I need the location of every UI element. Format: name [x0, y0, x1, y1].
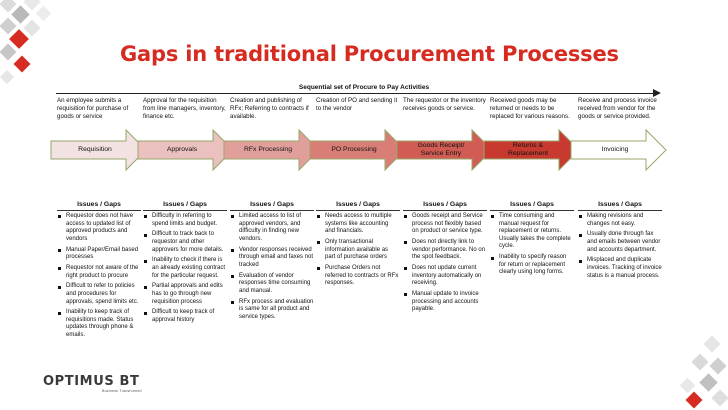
issue-item: Misplaced and duplicate invoices. Tracki…	[578, 257, 662, 280]
stage-arrow-shape	[483, 128, 580, 172]
issue-item: Inability to check if there is an alread…	[143, 257, 227, 280]
issues-header: Issues / Gaps	[77, 201, 121, 208]
stage-arrow-path	[483, 128, 580, 172]
stage-arrow-shape	[309, 128, 406, 172]
stage-label: PO Processing	[331, 146, 377, 153]
issues-divider	[143, 210, 227, 211]
stage-arrow: Requisition	[50, 128, 148, 172]
issue-item: Manual update to invoice processing and …	[403, 291, 487, 314]
stage-label: Approvals	[166, 146, 198, 153]
corner-decoration-bottom-right	[679, 335, 728, 409]
stage-label: Goods Receipt/ Service Entry	[417, 142, 465, 157]
issues-list: Goods receipt and Service process not fl…	[403, 213, 487, 317]
issues-list: Needs access to multiple systems like ac…	[316, 213, 400, 291]
stage-arrow: Returns & Replacement	[483, 128, 581, 172]
stage-arrow-path	[223, 128, 320, 172]
issue-item: RFx process and evaluation is same for a…	[230, 299, 314, 322]
issue-item: Partial approvals and edits has to go th…	[143, 283, 227, 306]
page-title: Gaps in traditional Procurement Processe…	[120, 42, 619, 66]
issue-item: Inability to keep track of requisitions …	[57, 309, 141, 339]
logo-text: OPTIMUS BT	[43, 374, 140, 389]
stage-arrow: Approvals	[137, 128, 235, 172]
stage-arrow-path	[137, 128, 234, 172]
stage-arrow-shape	[50, 128, 147, 172]
issues-divider	[403, 210, 487, 211]
issues-list: Difficulty in referring to spend limits …	[143, 213, 227, 328]
issue-item: Does not update current inventory automa…	[403, 265, 487, 288]
issue-item: Vendor responses received through email …	[230, 247, 314, 270]
stage-arrow-path	[50, 128, 147, 172]
stage-arrow: Goods Receipt/ Service Entry	[396, 128, 494, 172]
issue-item: Purchase Orders not referred to contract…	[316, 265, 400, 288]
stage-description: Creation of PO and sending it to the ven…	[316, 97, 398, 112]
issues-header: Issues / Gaps	[163, 201, 207, 208]
sequence-arrow-line	[56, 93, 654, 94]
stage-arrow-shape	[396, 128, 493, 172]
issue-item: Difficult to track back to requestor and…	[143, 231, 227, 254]
issue-item: Evaluation of vendor responses time cons…	[230, 273, 314, 296]
stage-label: Returns & Replacement	[507, 142, 549, 157]
issues-list: Requestor does not have access to update…	[57, 213, 141, 343]
stage-arrow-shape	[570, 128, 667, 172]
issue-item: Time consuming and manual request for re…	[490, 213, 574, 251]
stage-label: Invoicing	[601, 146, 629, 153]
stage-arrow: PO Processing	[309, 128, 407, 172]
issues-divider	[490, 210, 574, 211]
issues-header: Issues / Gaps	[336, 201, 380, 208]
issue-item: Goods receipt and Service process not fl…	[403, 213, 487, 236]
issue-item: Making revisions and changes not easy.	[578, 213, 662, 228]
stage-arrow-shape	[137, 128, 234, 172]
stage-description: Received goods may be returned or needs …	[490, 97, 570, 120]
optimus-logo: OPTIMUS BT	[43, 374, 139, 389]
issues-divider	[578, 210, 662, 211]
sequence-label: Sequential set of Procure to Pay Activit…	[298, 84, 430, 91]
sequence-arrow-head	[653, 89, 661, 97]
issues-list: Making revisions and changes not easy. Us…	[578, 213, 662, 283]
issues-divider	[316, 210, 400, 211]
issue-item: Inability to specify reason for return o…	[490, 254, 574, 277]
issue-item: Limited access to list of approved vendo…	[230, 213, 314, 243]
issues-header: Issues / Gaps	[250, 201, 294, 208]
issue-item: Requestor does not have access to update…	[57, 213, 141, 243]
issues-header: Issues / Gaps	[510, 201, 554, 208]
issue-item: Manual Paper/Email based processes	[57, 247, 141, 262]
issue-item: Difficult to keep track of approval hist…	[143, 309, 227, 324]
issues-divider	[230, 210, 314, 211]
issue-item: Difficulty in referring to spend limits …	[143, 213, 227, 228]
issues-divider	[57, 210, 141, 211]
stage-description: Receive and process invoice received fro…	[578, 97, 657, 120]
issues-list: Time consuming and manual request for re…	[490, 213, 574, 280]
issue-item: Requestor not aware of the right product…	[57, 265, 141, 280]
stage-arrow-path	[309, 128, 406, 172]
stage-description: Creation and publishing of RFx; Referrin…	[230, 97, 309, 120]
issue-item: Needs access to multiple systems like ac…	[316, 213, 400, 236]
stage-description: Approval for the requisition from line m…	[143, 97, 226, 120]
issues-header: Issues / Gaps	[598, 201, 642, 208]
issue-item: Does not directly link to vendor perform…	[403, 239, 487, 262]
stage-arrow-path	[570, 128, 667, 172]
stage-label: Requisition	[78, 146, 112, 153]
corner-decoration-top-left	[0, 0, 52, 85]
logo-tagline: Business Transformed	[102, 389, 142, 393]
issues-list: Limited access to list of approved vendo…	[230, 213, 314, 324]
stage-description: An employee submits a requisition for pu…	[57, 97, 129, 120]
stage-arrow: RFx Processing	[223, 128, 321, 172]
issues-header: Issues / Gaps	[423, 201, 467, 208]
stage-arrow-shape	[223, 128, 320, 172]
stage-description: The requestor or the inventory receives …	[403, 97, 486, 112]
issue-item: Difficult to refer to policies and proce…	[57, 283, 141, 306]
issue-item: Only transactional information available…	[316, 239, 400, 262]
issue-item: Usually done through fax and emails betw…	[578, 231, 662, 254]
stage-arrow-path	[396, 128, 493, 172]
stage-label: RFx Processing	[244, 146, 292, 153]
stage-arrow: Invoicing	[570, 128, 668, 172]
